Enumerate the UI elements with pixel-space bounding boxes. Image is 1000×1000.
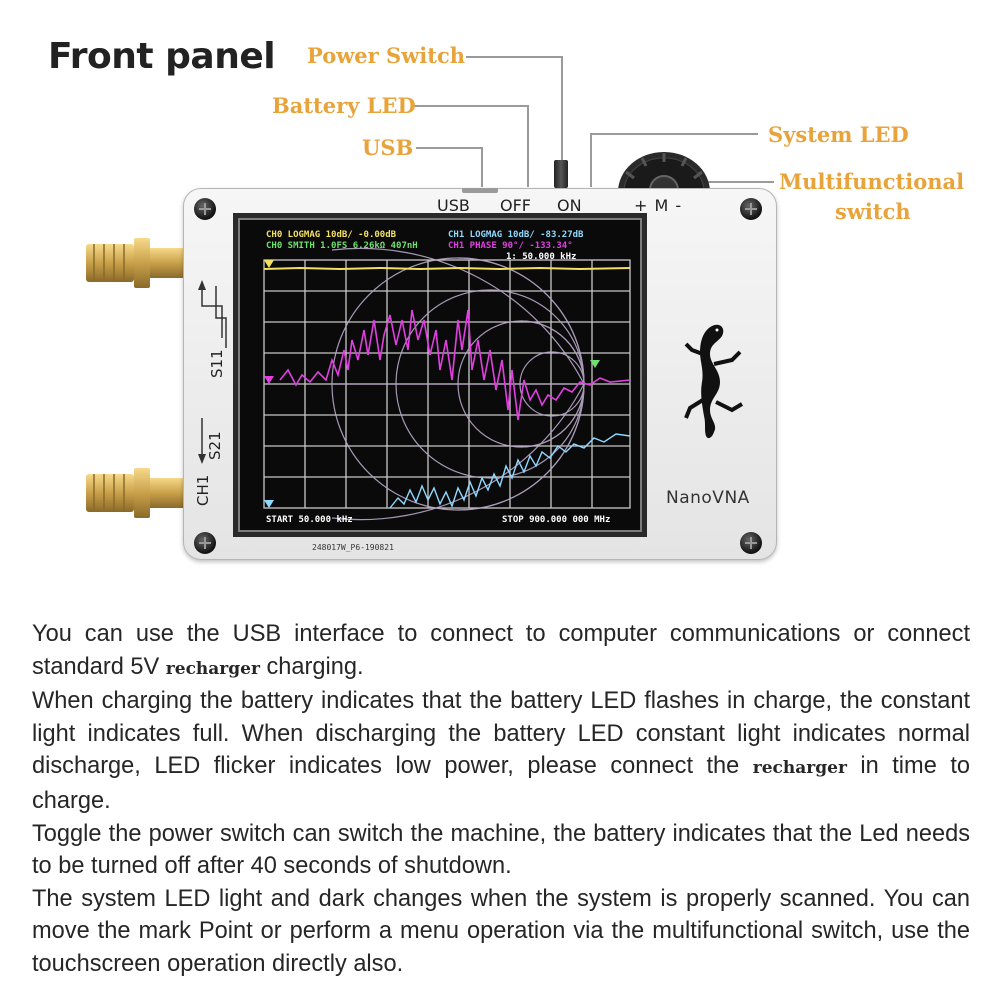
usb-port[interactable] <box>462 188 498 193</box>
description-paragraph: Toggle the power switch can switch the m… <box>32 820 970 880</box>
power-switch-callout: Power Switch <box>307 43 466 68</box>
page-title: Front panel <box>48 36 276 77</box>
callout-line <box>527 105 529 187</box>
description-paragraph: The system LED light and dark changes wh… <box>32 885 970 977</box>
port-direction-arrows <box>198 280 227 464</box>
screen-ch1-logmag: CH1 LOGMAG 10dB/ -83.27dB <box>448 230 584 240</box>
description-text: You can use the USB interface to connect… <box>32 618 970 981</box>
screen-ch0-smith: CH0 SMITH 1.0FS 6.26kΩ 407nH <box>266 241 418 251</box>
screw-icon <box>740 198 762 220</box>
callout-line <box>590 133 592 187</box>
callout-line <box>414 105 528 107</box>
screw-icon <box>194 532 216 554</box>
screen-stop-freq: STOP 900.000 000 MHz <box>502 515 611 525</box>
usb-callout: USB <box>362 135 414 160</box>
description-paragraph: You can use the USB interface to connect… <box>32 618 970 685</box>
callout-line <box>481 147 483 187</box>
battery-led-callout: Battery LED <box>272 93 416 118</box>
desc-p2-end: in time to charge. <box>32 753 970 814</box>
serial-label: 248017W_P6-190821 <box>312 543 394 552</box>
s11-connector <box>86 238 186 288</box>
screen-start-freq: START 50.000 kHz <box>266 515 353 525</box>
callout-line <box>416 147 482 149</box>
brand-label: NanoVNA <box>666 488 750 508</box>
desc-p1-text: You can use the USB interface to connect… <box>32 621 970 680</box>
screen-ch0-logmag: CH0 LOGMAG 10dB/ -0.00dB <box>266 230 397 240</box>
desc-p2-recharger: recharger <box>752 758 847 779</box>
description-paragraph: When charging the battery indicates that… <box>32 685 970 817</box>
screw-icon <box>740 532 762 554</box>
s21-connector <box>86 468 186 518</box>
callout-line <box>561 56 563 166</box>
power-switch[interactable] <box>554 160 568 188</box>
usb-label: USB <box>437 196 470 215</box>
gecko-logo-icon <box>684 324 744 439</box>
ch1-port-label: CH1 <box>194 474 212 506</box>
callout-line <box>466 56 562 58</box>
s21-port-label: S21 <box>206 431 224 460</box>
plus-m-minus-label: + M - <box>634 196 683 215</box>
on-label: ON <box>557 196 582 215</box>
system-led-callout: System LED <box>768 122 909 147</box>
s11-port-label: S11 <box>208 349 226 378</box>
trace-display <box>263 247 631 521</box>
multifunctional-callout: Multifunctional <box>779 169 965 194</box>
lcd-screen[interactable]: CH0 LOGMAG 10dB/ -0.00dB CH1 LOGMAG 10dB… <box>238 218 642 532</box>
screw-icon <box>194 198 216 220</box>
multifunction-switch-wheel[interactable] <box>614 150 714 192</box>
screen-ch1-phase: CH1 PHASE 90°/ -133.34° <box>448 241 573 251</box>
desc-p2-text: When charging the battery indicates that… <box>32 688 970 780</box>
off-label: OFF <box>500 196 531 215</box>
desc-p1-recharger: recharger <box>165 658 260 679</box>
multifunctional-callout-line2: switch <box>835 199 911 224</box>
screen-marker-freq: 1: 50.000 kHz <box>506 252 577 262</box>
desc-p1-end: charging. <box>259 653 364 680</box>
callout-line <box>590 133 758 135</box>
callout-line <box>700 181 774 183</box>
